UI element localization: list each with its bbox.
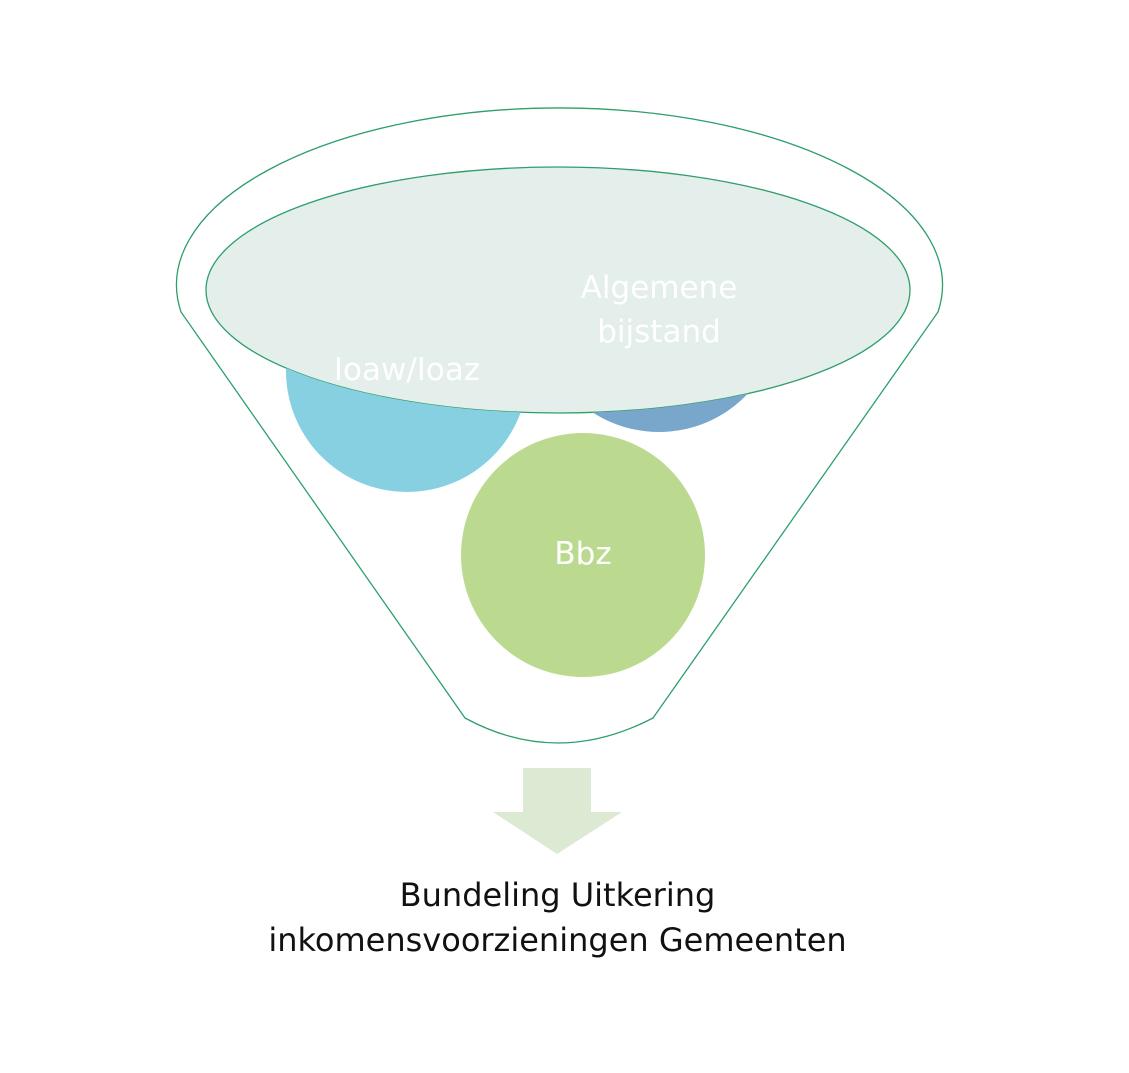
bbz-circle xyxy=(461,433,705,677)
algemene-bijstand-label-line-1: Algemene xyxy=(581,270,738,306)
bbz-label: Bbz xyxy=(554,536,611,572)
algemene-bijstand-label-line-2: bijstand xyxy=(597,314,721,350)
ioaw-ioaz-label: Ioaw/Ioaz xyxy=(334,352,480,388)
funnel-surface xyxy=(205,166,911,414)
result-title-line-1: Bundeling Uitkering xyxy=(399,876,716,914)
down-arrow-icon xyxy=(493,768,622,854)
result-title-line-2: inkomensvoorzieningen Gemeenten xyxy=(268,921,847,959)
